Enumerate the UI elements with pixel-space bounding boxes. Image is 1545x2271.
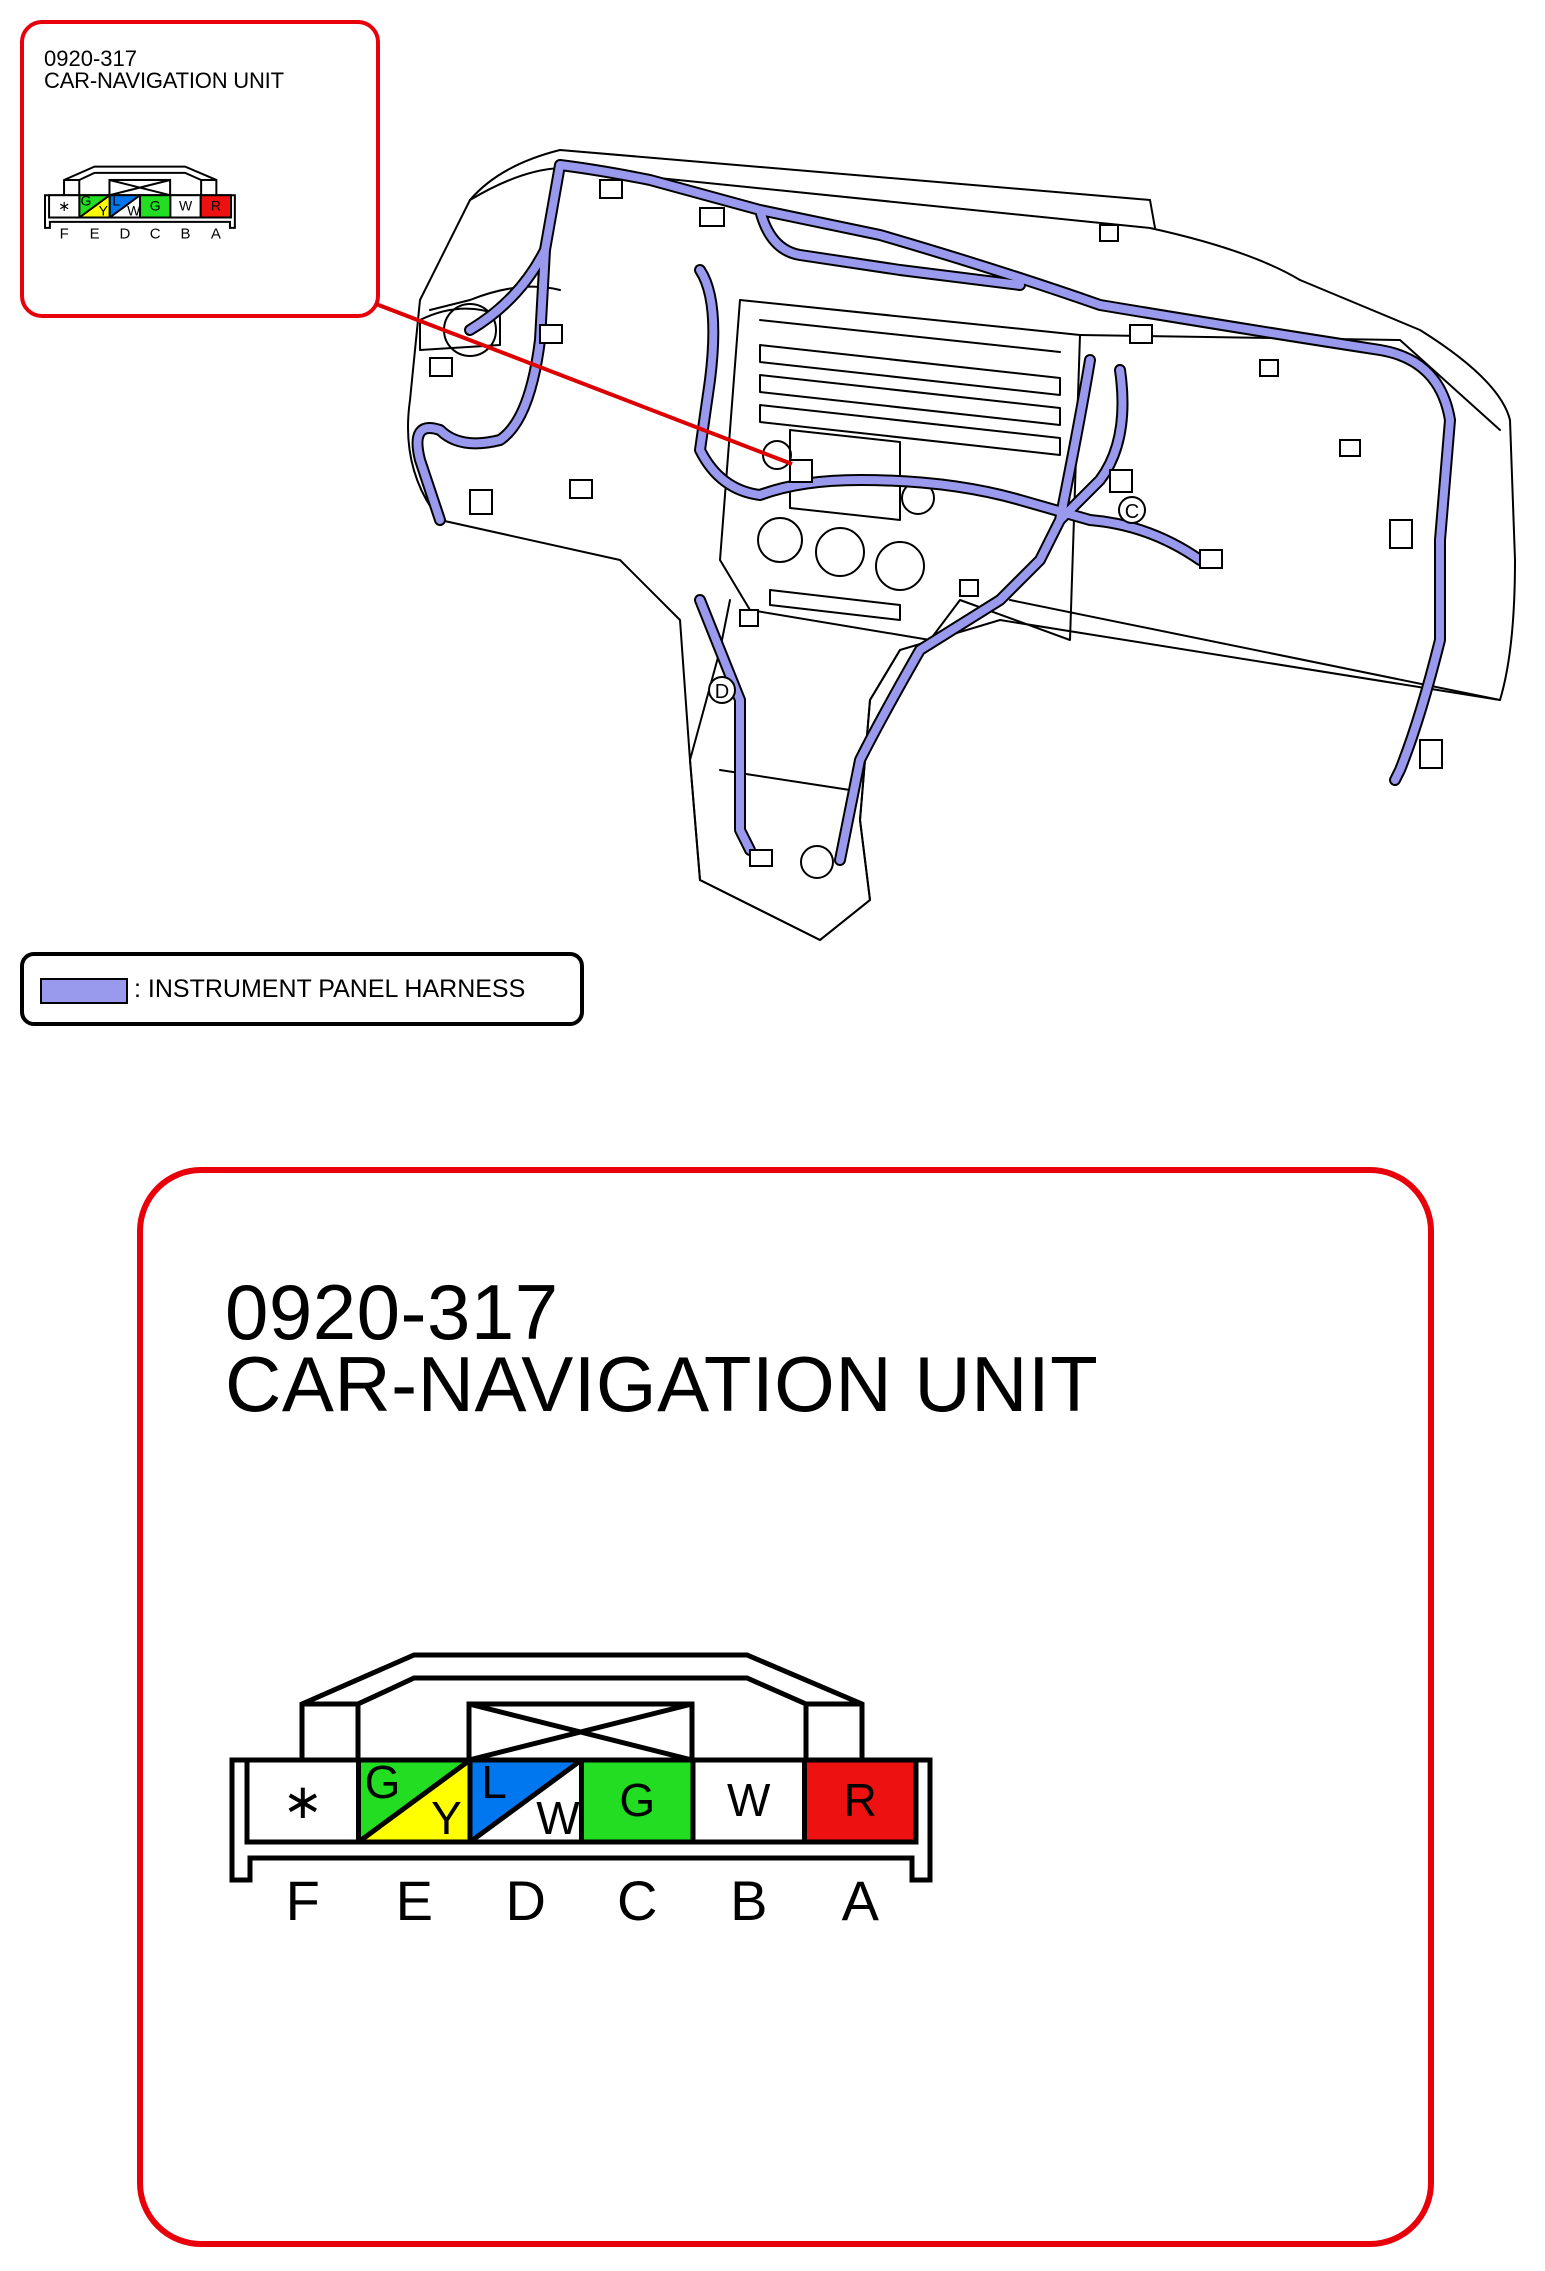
pin-B-code: W — [727, 1774, 771, 1826]
pin-D-code-bottom: W — [536, 1792, 580, 1844]
center-stack — [719, 299, 1081, 641]
pin-label-F: F — [286, 1869, 320, 1932]
legend-label: : INSTRUMENT PANEL HARNESS — [134, 975, 526, 1003]
connector-hood-inner — [78, 171, 203, 196]
connector-name-small: CAR-NAVIGATION UNIT — [44, 68, 284, 93]
instrument-panel-drawing: C D — [375, 149, 1516, 941]
pin-A-code: R — [211, 197, 221, 213]
pin-F-unused: ∗ — [283, 1775, 323, 1829]
pin-label-D: D — [119, 226, 130, 243]
pin-label-D: D — [506, 1869, 546, 1932]
locator-d-label: D — [715, 681, 729, 703]
pin-label-A: A — [842, 1869, 880, 1932]
pin-B-code: W — [179, 197, 193, 213]
pin-cavity-A — [802, 1757, 919, 1845]
pin-E-code-bottom: Y — [431, 1792, 462, 1844]
callout-leader — [375, 302, 793, 466]
pin-E-code-top: G — [80, 193, 91, 209]
harness-connectors — [429, 179, 1443, 867]
pin-label-C: C — [150, 226, 161, 243]
pin-A-code: R — [844, 1774, 877, 1826]
pin-D-code-bottom: W — [127, 202, 141, 218]
pin-E-code-bottom: Y — [99, 202, 109, 218]
pin-label-A: A — [211, 226, 221, 243]
connector-hood — [299, 1652, 865, 1760]
pin-cavity-C — [579, 1757, 696, 1845]
pin-label-B: B — [730, 1869, 767, 1932]
legend-box: : INSTRUMENT PANEL HARNESS — [20, 952, 584, 1026]
locator-c-label: C — [1125, 501, 1139, 523]
dashboard-outline — [407, 167, 1516, 941]
connector-name: CAR-NAVIGATION UNIT — [225, 1340, 1099, 1428]
connector-code-small: 0920-317 — [44, 46, 137, 71]
pin-D-code-top: L — [481, 1756, 507, 1808]
locator-c: C — [1118, 496, 1146, 524]
pin-label-E: E — [90, 226, 100, 243]
locator-d: D — [708, 676, 736, 704]
connector-hood — [63, 165, 218, 196]
pin-D-code-top: L — [112, 193, 120, 209]
connector-hood-inner — [355, 1675, 809, 1760]
pin-E-code-top: G — [365, 1756, 401, 1808]
instrument-panel-harness — [411, 159, 1456, 866]
pin-label-B: B — [181, 226, 191, 243]
pin-cavity-F — [244, 1757, 361, 1845]
pin-label-F: F — [60, 226, 69, 243]
pin-cavity-A — [199, 194, 233, 219]
harness-swatch — [40, 978, 128, 1004]
pin-C-code: G — [150, 197, 161, 213]
connector-code: 0920-317 — [225, 1268, 559, 1356]
pin-C-code: G — [619, 1774, 655, 1826]
pin-label-C: C — [617, 1869, 657, 1932]
pin-cavity-D-bottom — [109, 195, 141, 218]
pin-F-unused: ∗ — [58, 199, 70, 215]
pin-label-E: E — [396, 1869, 433, 1932]
